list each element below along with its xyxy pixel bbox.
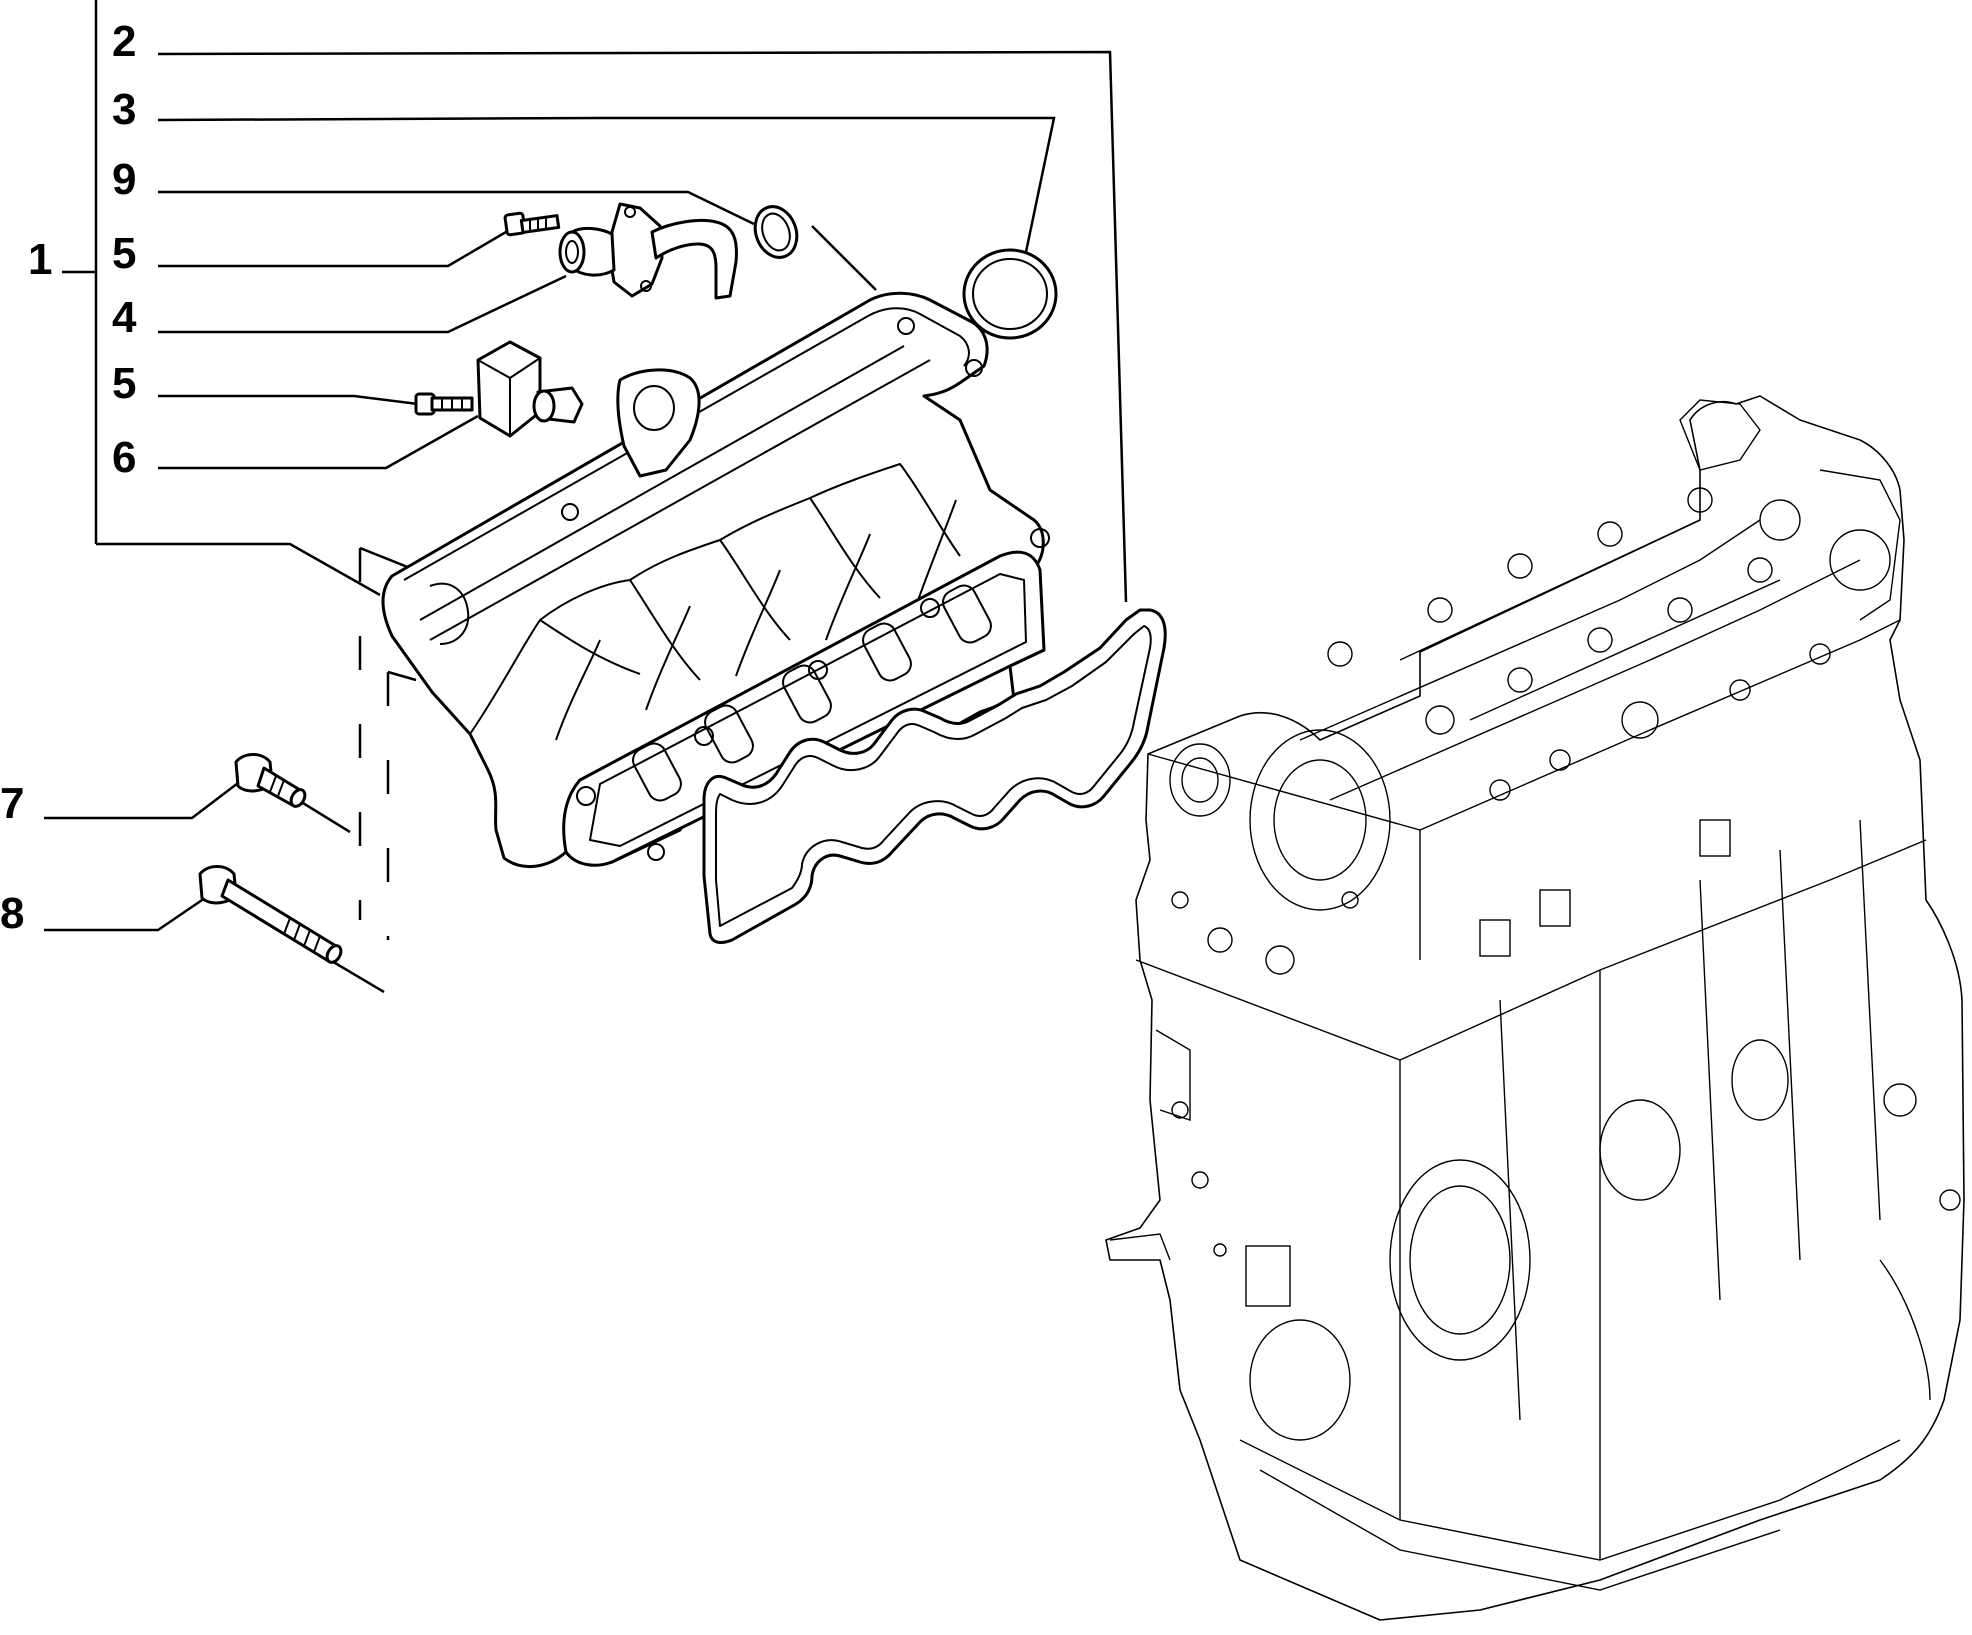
callout-3: 3: [112, 85, 136, 134]
callout-4: 4: [112, 293, 137, 342]
callout-8: 8: [0, 889, 24, 938]
o-ring-part: [753, 205, 799, 259]
bolt-part-lower: [414, 392, 474, 416]
egr-pipe-part: [558, 202, 738, 300]
callout-2: 2: [112, 17, 136, 66]
leader-lines: [44, 50, 1128, 994]
callout-1: 1: [28, 235, 52, 284]
sensor-part: [476, 340, 584, 438]
assembly-bracket: [62, 0, 381, 597]
bolt-part-8: [198, 865, 343, 964]
callout-6: 6: [112, 433, 136, 482]
round-seal-part: [962, 248, 1058, 340]
manifold-gasket-part: [702, 608, 1167, 944]
intake-manifold-part: [381, 291, 1050, 869]
callout-9: 9: [112, 155, 136, 204]
callout-5-lower: 5: [112, 359, 136, 408]
engine-block: [1105, 395, 1965, 1621]
callout-5-upper: 5: [112, 229, 136, 278]
bolt-part-upper: [503, 211, 561, 237]
callout-7: 7: [0, 779, 24, 828]
bolt-part-7: [234, 753, 307, 808]
